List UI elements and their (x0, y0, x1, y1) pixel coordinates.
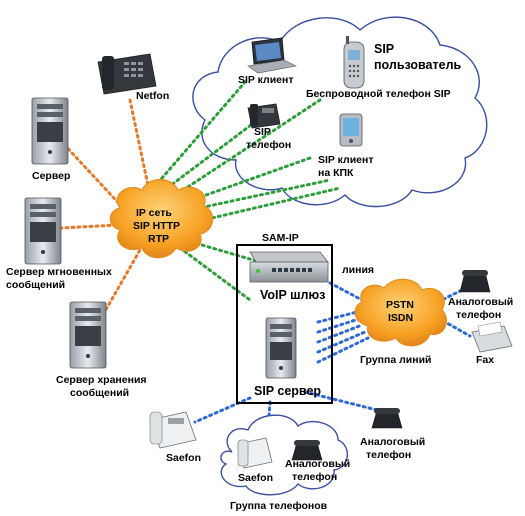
phone-group-cloud (220, 414, 348, 496)
group-saefon-phone-icon (237, 437, 273, 469)
group-analog-label-line1: Аналоговый (285, 458, 351, 470)
analog-phone-right-icon (371, 408, 403, 429)
sip-user-title-line2: пользователь (374, 58, 462, 72)
sip-client-label: SIP клиент (238, 74, 294, 86)
sip-user-title-line1: SIP (374, 42, 395, 56)
line-group-label: Группа линий (360, 354, 432, 366)
voip-gateway-label: VoIP шлюз (260, 288, 326, 302)
netfon-phone-icon (97, 53, 157, 95)
sip-phone-label-line2: телефон (246, 139, 292, 151)
server-tower-2 (24, 197, 62, 265)
group-analog-label-line2: телефон (292, 471, 338, 483)
pstn-line1: PSTN (386, 299, 415, 311)
im-server-label-line2: сообщений (6, 279, 66, 291)
pda-client-label-line1: SIP клиент (318, 154, 374, 166)
laptop-icon (247, 37, 297, 74)
sip-server-tower (265, 317, 297, 379)
pda-icon (339, 113, 363, 147)
server-label: Сервер (32, 170, 71, 182)
group-analog-phone-icon (291, 440, 323, 461)
saefon-left-label: Saefon (166, 452, 202, 464)
sip-phone-label-line1: SIP (254, 126, 271, 138)
ip-cloud-line3: RTP (148, 233, 169, 245)
orange-links (58, 98, 152, 322)
pstn-analog-phone-label-line1: Аналоговый (448, 296, 514, 308)
line-label: линия (342, 264, 375, 276)
netfon-label: Netfon (136, 90, 170, 102)
pstn-cloud (354, 278, 447, 347)
fax-label: Fax (476, 354, 495, 366)
server-tower-1 (31, 97, 69, 165)
im-server-label-line1: Сервер мгновенных (6, 266, 112, 278)
fax-icon (471, 321, 513, 353)
ip-cloud-line2: SIP HTTP (133, 220, 181, 232)
saefon-left-phone-icon (149, 411, 197, 449)
pstn-analog-phone-icon (459, 270, 491, 293)
wireless-phone-label: Беспроводной телефон SIP (306, 88, 451, 100)
group-saefon-label: Saefon (238, 472, 274, 484)
green-links (148, 80, 342, 302)
pstn-analog-phone-label-line2: телефон (456, 309, 502, 321)
sip-phone-icon (247, 103, 281, 129)
sip-server-label: SIP сервер (254, 384, 322, 398)
server-tower-3 (69, 301, 107, 369)
pstn-line2: ISDN (388, 312, 414, 324)
storage-server-label-line1: Сервер хранения (56, 374, 147, 386)
sam-ip-title: SAM-IP (262, 232, 299, 244)
sam-ip-box (236, 244, 333, 404)
analog-phone-right-label-line2: телефон (366, 449, 412, 461)
voip-gateway-device (249, 251, 329, 283)
analog-phone-right-label-line1: Аналоговый (360, 436, 426, 448)
phone-group-label: Группа телефонов (230, 500, 328, 512)
ip-network-cloud (109, 179, 214, 259)
wireless-phone-icon (343, 36, 365, 89)
ip-cloud-line1: IP сеть (136, 207, 172, 219)
pda-client-label-line2: на КПК (318, 167, 354, 179)
storage-server-label-line2: сообщений (70, 387, 130, 399)
